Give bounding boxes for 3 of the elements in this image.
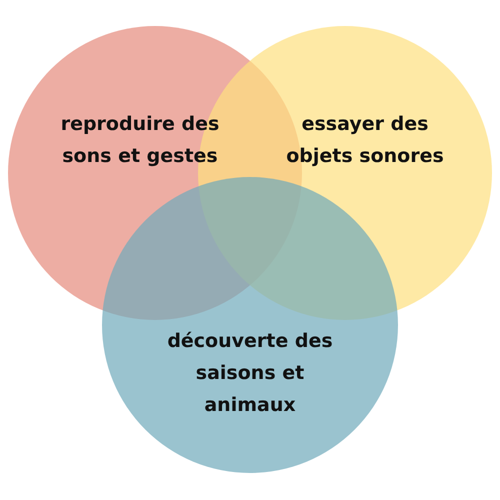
circle-label: essayer des objets sonores: [285, 112, 445, 169]
circle-label: reproduire des sons et gestes: [60, 112, 220, 169]
circle-label: découverte des saisons et animaux: [166, 329, 334, 418]
